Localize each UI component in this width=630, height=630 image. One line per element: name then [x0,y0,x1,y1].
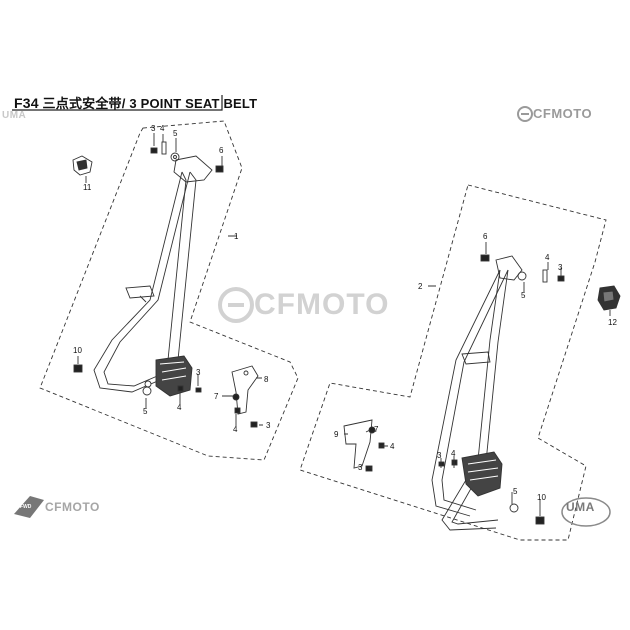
right-trim-part-12 [597,285,621,316]
left-assembly [39,120,299,461]
diagram-code: F34 [14,95,39,111]
callout-right-4-top: 4 [545,253,550,262]
cfmoto-brand-bottom-left-text: CFMOTO [45,500,100,514]
callout-left-11: 11 [83,183,92,192]
right-fastener-5-low [509,503,519,513]
diagram-title-text: 三点式安全带/ 3 POINT SEAT BELT [42,96,258,111]
uma-watermark-top-left: UMA [2,110,27,121]
left-belt-slider [125,285,155,299]
callout-left-3-low: 3 [196,368,201,377]
right-fastener-10 [535,516,545,525]
cfmoto-brand-top-right: CFMOTO [533,106,593,121]
callout-left-1: 1 [234,232,239,241]
left-assembly-outline [39,120,299,461]
right-fastener-4-bracket [378,442,385,449]
callout-right-5-low: 5 [513,487,518,496]
left-belt-webbing [93,171,183,393]
right-fastener-3-low [438,461,445,467]
cfmoto-watermark-center: CFMOTO [218,288,389,322]
right-fastener-6 [480,254,490,262]
callout-left-5-top: 5 [173,129,178,138]
right-fastener-4-top [542,269,548,283]
right-assembly [299,184,607,541]
callout-right-10: 10 [537,493,546,502]
diagram-title: F34 三点式安全带/ 3 POINT SEAT BELT [14,93,257,112]
callout-left-4-low: 4 [177,403,182,412]
callout-left-5-low: 5 [143,407,148,416]
callout-right-3-top: 3 [558,263,563,272]
callout-right-5-top: 5 [521,291,526,300]
left-fastener-5-top [170,152,180,162]
right-belt-slider [461,351,491,365]
left-retractor [155,355,193,397]
left-fastener-6 [215,165,224,173]
right-belt-webbing [441,269,501,531]
left-upper-anchor [173,155,213,183]
uma-logo-bottom-right [561,497,611,527]
callout-right-9: 9 [334,430,339,439]
callout-right-12: 12 [608,318,617,327]
callout-left-4-bracket: 4 [233,425,238,434]
right-assembly-outline [299,184,607,541]
left-fastener-7 [232,393,240,401]
cfmoto-watermark-center-text: CFMOTO [254,288,390,321]
callout-right-7: 7 [374,425,379,434]
callout-right-2: 2 [418,282,423,291]
callout-right-4-bracket: 4 [390,442,395,451]
cfmoto-logo-icon-bottom-left [14,496,44,518]
callout-left-8: 8 [264,375,269,384]
left-fastener-4-low [177,385,184,392]
fwd-tag: FWD [20,504,32,510]
callout-right-3-low: 3 [437,451,442,460]
callout-right-6: 6 [483,232,488,241]
right-fastener-5-top [517,271,527,281]
uma-watermark-bottom-right: UMA [566,500,595,514]
left-fastener-4-top [161,141,167,155]
left-bracket [231,365,259,415]
cfmoto-logo-icon-center [218,287,254,323]
cfmoto-logo-icon-top-right [517,106,533,122]
left-fastener-3-top [150,147,158,154]
cfmoto-brand-bottom-left: CFMOTO [11,500,100,514]
left-trim-part-11 [72,155,93,183]
right-fastener-4-low [451,459,458,466]
left-fastener-5-low [142,386,152,396]
callout-left-3-bracket: 3 [266,421,271,430]
callout-labels: 3 4 5 6 11 1 10 5 4 3 7 4 3 8 6 4 3 5 2 … [73,124,617,502]
callout-left-7: 7 [214,392,219,401]
callout-left-10: 10 [73,346,82,355]
left-fastener-4-bracket [234,407,241,414]
callout-right-4-low: 4 [451,449,456,458]
right-fastener-3-bracket [365,465,373,472]
right-retractor [461,451,503,497]
left-fastener-3-low [195,387,202,393]
callout-left-4-top: 4 [160,124,165,133]
right-fastener-3-top [557,275,565,282]
callout-left-6: 6 [219,146,224,155]
callout-left-3-top: 3 [151,124,156,133]
right-bracket [343,419,373,469]
title-underline [12,95,223,111]
callout-right-3-bracket: 3 [358,463,363,472]
left-fastener-3-bracket [250,421,258,428]
left-fastener-10 [73,364,83,373]
